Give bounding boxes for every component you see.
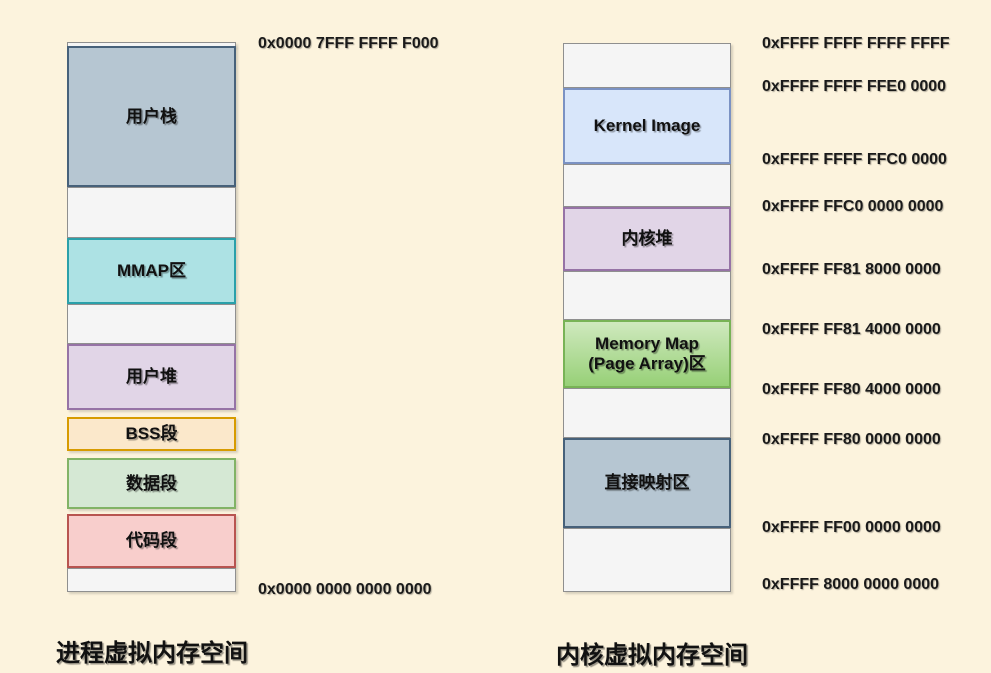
user-heap-label: 用户堆 <box>126 367 177 386</box>
segment-user-stack: 用户栈 <box>67 46 236 187</box>
segment-bss: BSS段 <box>67 417 236 451</box>
segment-memory-map-page-array: Memory Map (Page Array)区 <box>563 320 731 388</box>
kernel-address-9: 0xFFFF 8000 0000 0000 <box>762 576 940 593</box>
kernel-address-8: 0xFFFF FF00 0000 0000 <box>762 519 941 536</box>
segment-unused-below-mmap <box>67 304 236 344</box>
process-top-address: 0x0000 7FFF FFFF F000 <box>258 35 439 52</box>
segment-mmap: MMAP区 <box>67 238 236 304</box>
segment-unused-below-memory-map <box>563 388 731 438</box>
process-bottom-address: 0x0000 0000 0000 0000 <box>258 581 432 598</box>
user-stack-label: 用户栈 <box>126 106 177 126</box>
code-segment-label: 代码段 <box>126 531 177 550</box>
kernel-address-7: 0xFFFF FF80 0000 0000 <box>762 431 941 448</box>
segment-unused-below-stack <box>67 187 236 238</box>
segment-code: 代码段 <box>67 514 236 568</box>
segment-unused-below-kernel-heap <box>563 271 731 320</box>
segment-user-heap: 用户堆 <box>67 344 236 410</box>
kernel-space-title: 内核虚拟内存空间 <box>556 642 748 669</box>
memory-map-label: Memory Map (Page Array)区 <box>588 334 706 373</box>
segment-kernel-image: Kernel Image <box>563 88 731 164</box>
kernel-address-2: 0xFFFF FFFF FFC0 0000 <box>762 151 947 168</box>
segment-kernel-bottom-unused <box>563 528 731 592</box>
segment-unused-below-kernel-image <box>563 164 731 207</box>
kernel-address-0: 0xFFFF FFFF FFFF FFFF <box>762 35 950 52</box>
kernel-heap-label: 内核堆 <box>621 229 673 248</box>
mmap-label: MMAP区 <box>117 261 186 280</box>
segment-kernel-heap: 内核堆 <box>563 207 731 271</box>
kernel-address-6: 0xFFFF FF80 4000 0000 <box>762 381 941 398</box>
kernel-address-3: 0xFFFF FFC0 0000 0000 <box>762 198 944 215</box>
segment-bottom-reserved <box>67 568 236 592</box>
bss-label: BSS段 <box>125 424 178 443</box>
segment-direct-mapping: 直接映射区 <box>563 438 731 528</box>
kernel-address-4: 0xFFFF FF81 8000 0000 <box>762 261 941 278</box>
kernel-address-1: 0xFFFF FFFF FFE0 0000 <box>762 78 947 95</box>
kernel-address-5: 0xFFFF FF81 4000 0000 <box>762 321 941 338</box>
segment-kernel-top-unused <box>563 43 731 88</box>
segment-data: 数据段 <box>67 458 236 509</box>
process-space-title: 进程虚拟内存空间 <box>56 640 248 667</box>
kernel-image-label: Kernel Image <box>593 116 701 135</box>
data-segment-label: 数据段 <box>126 473 177 493</box>
direct-mapping-label: 直接映射区 <box>604 473 690 492</box>
